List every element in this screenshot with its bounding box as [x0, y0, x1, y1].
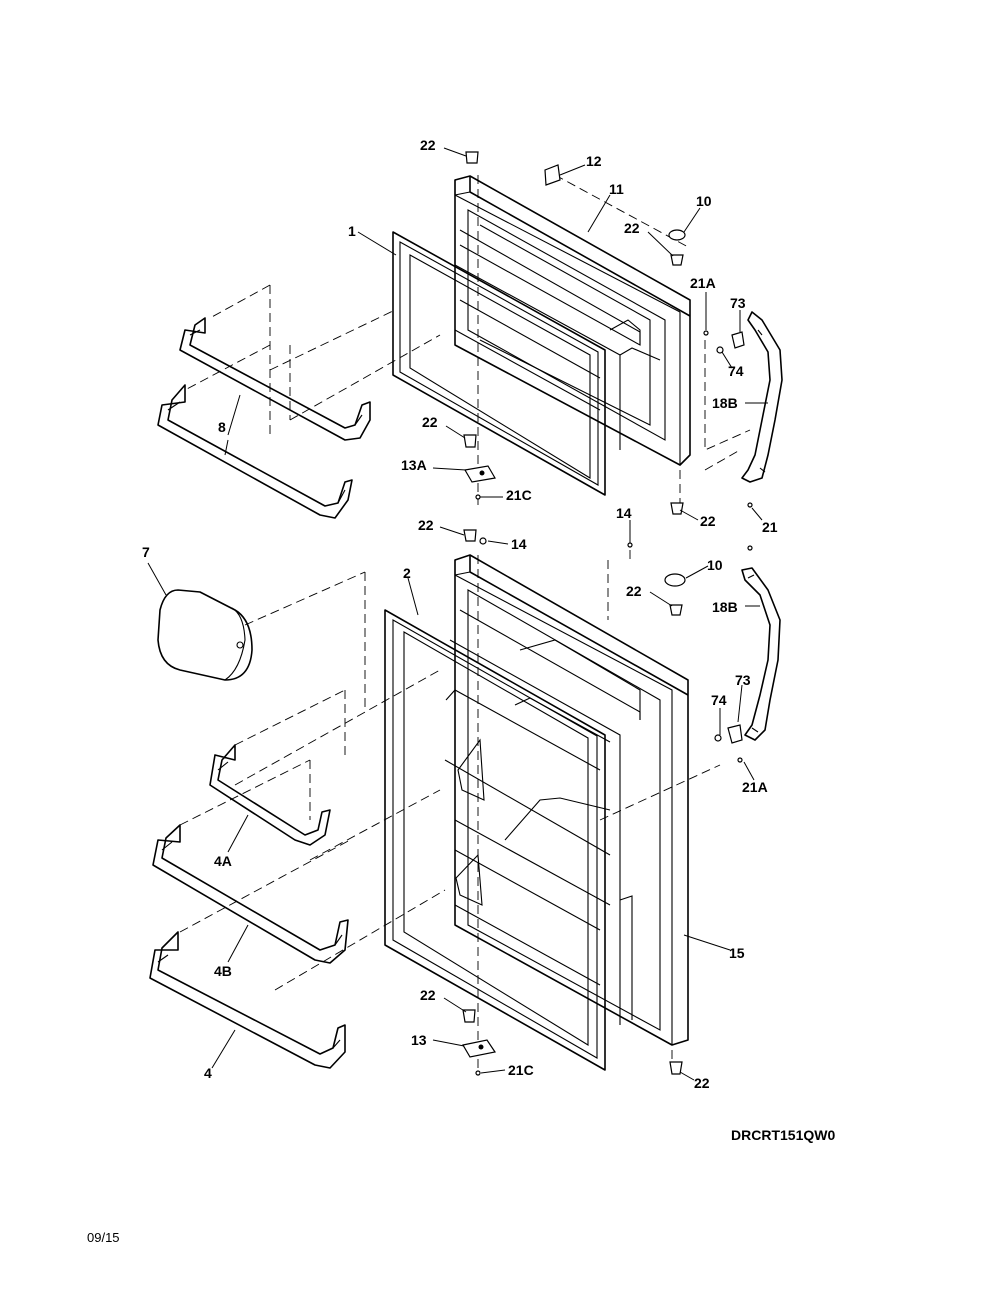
label-18B: 18B — [712, 599, 738, 615]
label-73: 73 — [730, 295, 746, 311]
callout-labels: 22 12 11 10 22 1 21A 73 74 18B 8 22 13A … — [142, 137, 778, 1091]
fresh-food-door-gasket — [384, 609, 606, 1071]
freezer-shelf-upper — [179, 317, 371, 441]
revision-date: 09/15 — [87, 1230, 120, 1245]
label-21: 21 — [762, 519, 778, 535]
diagram-code: DRCRT151QW0 — [731, 1127, 835, 1143]
label-21A: 21A — [742, 779, 768, 795]
leader-lines — [147, 147, 768, 1081]
label-1: 1 — [348, 223, 356, 239]
freezer-door-gasket — [392, 231, 606, 496]
label-21A: 21A — [690, 275, 716, 291]
fresh-food-handle — [741, 567, 781, 741]
label-13: 13 — [411, 1032, 427, 1048]
label-22: 22 — [700, 513, 716, 529]
label-14: 14 — [511, 536, 527, 552]
label-4: 4 — [204, 1065, 212, 1081]
freezer-handle — [741, 311, 783, 483]
label-21C: 21C — [506, 487, 532, 503]
freezer-guide-lines — [184, 174, 751, 505]
label-15: 15 — [729, 945, 745, 961]
label-74: 74 — [728, 363, 744, 379]
label-12: 12 — [586, 153, 602, 169]
label-74: 74 — [711, 692, 727, 708]
label-13A: 13A — [401, 457, 427, 473]
label-2: 2 — [403, 565, 411, 581]
label-22: 22 — [624, 220, 640, 236]
label-22: 22 — [420, 987, 436, 1003]
label-10: 10 — [696, 193, 712, 209]
label-18B: 18B — [712, 395, 738, 411]
label-4A: 4A — [214, 853, 232, 869]
label-22: 22 — [694, 1075, 710, 1091]
label-22: 22 — [420, 137, 436, 153]
label-10: 10 — [707, 557, 723, 573]
shelf-4B — [152, 824, 349, 964]
freezer-hardware — [463, 151, 753, 551]
fresh-food-guide-lines — [179, 550, 721, 1075]
shelf-4 — [149, 931, 346, 1069]
dairy-bin — [157, 589, 253, 681]
label-22: 22 — [626, 583, 642, 599]
label-4B: 4B — [214, 963, 232, 979]
fresh-food-hardware — [462, 529, 743, 1076]
label-21C: 21C — [508, 1062, 534, 1078]
label-11: 11 — [609, 181, 624, 197]
freezer-door-panel — [454, 175, 691, 466]
label-7: 7 — [142, 544, 150, 560]
shelf-4A — [209, 744, 331, 846]
label-8: 8 — [218, 419, 226, 435]
freezer-shelf-lower — [157, 384, 353, 519]
label-14: 14 — [616, 505, 632, 521]
fresh-food-door-panel — [444, 554, 689, 1046]
label-22: 22 — [422, 414, 438, 430]
label-73: 73 — [735, 672, 751, 688]
label-22: 22 — [418, 517, 434, 533]
